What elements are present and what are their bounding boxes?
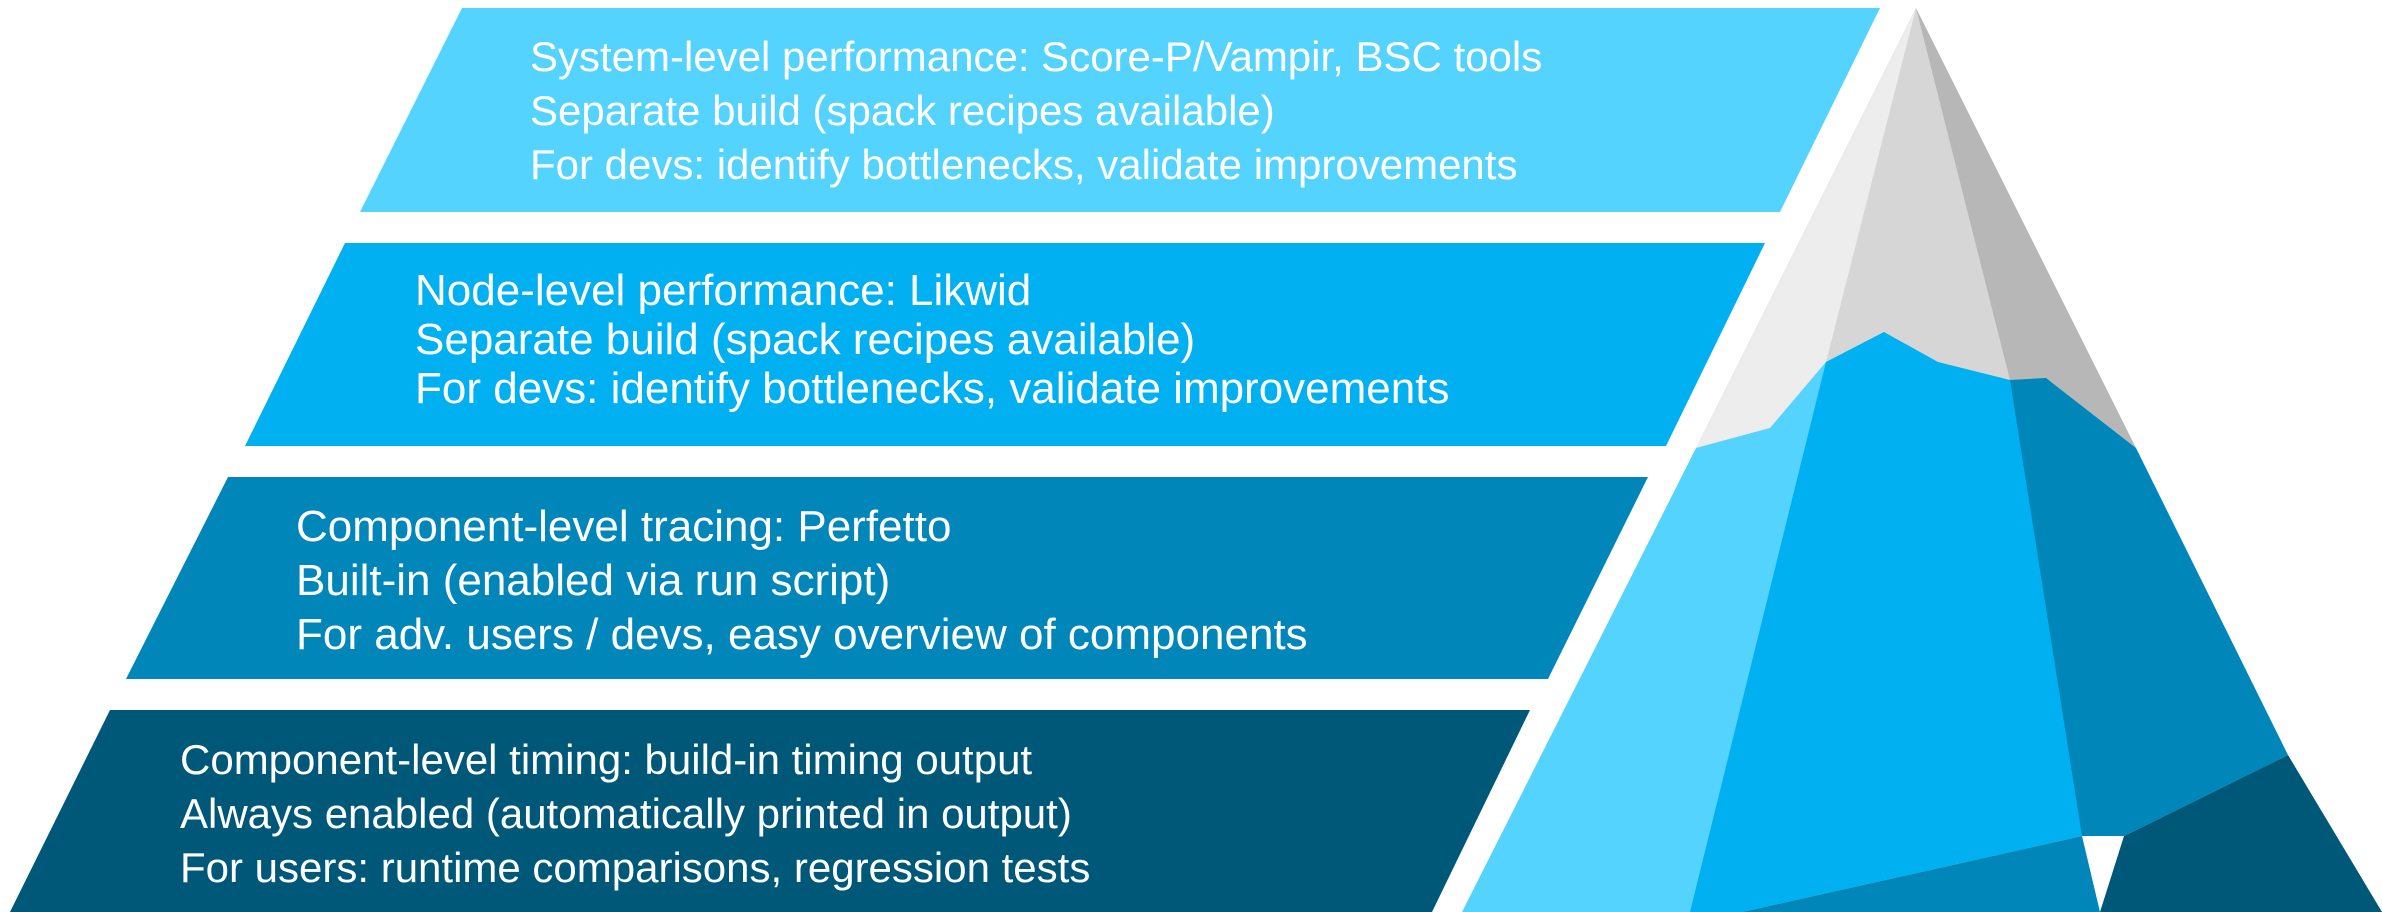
level-build-info: Separate build (spack recipes available)	[530, 87, 1275, 134]
level-title: Component-level tracing: Perfetto	[296, 502, 952, 551]
level-title: System-level performance: Score-P/Vampir…	[530, 33, 1543, 80]
level-text-system: System-level performance: Score-P/Vampir…	[530, 30, 1542, 192]
ice-face-deep	[2100, 755, 2382, 912]
level-audience: For devs: identify bottlenecks, validate…	[415, 364, 1450, 413]
level-band-system	[360, 8, 1880, 212]
level-band-component-tracing	[126, 477, 1648, 679]
level-text-component-tracing: Component-level tracing: Perfetto Built-…	[296, 500, 1308, 662]
ice-face-dark	[2010, 378, 2288, 836]
pyramid-level-component-timing: Component-level timing: build-in timing …	[0, 708, 1900, 912]
iceberg-mountain-illustration	[1462, 8, 2382, 912]
level-audience: For devs: identify bottlenecks, validate…	[530, 141, 1518, 188]
level-build-info: Always enabled (automatically printed in…	[180, 790, 1072, 837]
ice-face-mid	[1690, 332, 2120, 912]
level-text-component-timing: Component-level timing: build-in timing …	[180, 733, 1090, 895]
snow-cap-light-face	[1696, 8, 1916, 448]
level-text-node: Node-level performance: Likwid Separate …	[415, 266, 1449, 413]
ice-face-light	[1462, 332, 1884, 912]
pyramid-level-system: System-level performance: Score-P/Vampir…	[0, 0, 1900, 215]
level-title: Component-level timing: build-in timing …	[180, 736, 1033, 783]
level-band-component-timing	[10, 710, 1530, 912]
level-audience: For adv. users / devs, easy overview of …	[296, 610, 1308, 659]
level-audience: For users: runtime comparisons, regressi…	[180, 844, 1091, 891]
level-build-info: Separate build (spack recipes available)	[415, 315, 1196, 364]
level-title: Node-level performance: Likwid	[415, 266, 1032, 315]
level-band-node	[245, 243, 1765, 446]
pyramid-level-component-tracing: Component-level tracing: Perfetto Built-…	[0, 475, 1900, 685]
level-build-info: Built-in (enabled via run script)	[296, 556, 891, 605]
ice-base-band	[1742, 836, 2100, 912]
pyramid-level-node: Node-level performance: Likwid Separate …	[0, 240, 1900, 450]
